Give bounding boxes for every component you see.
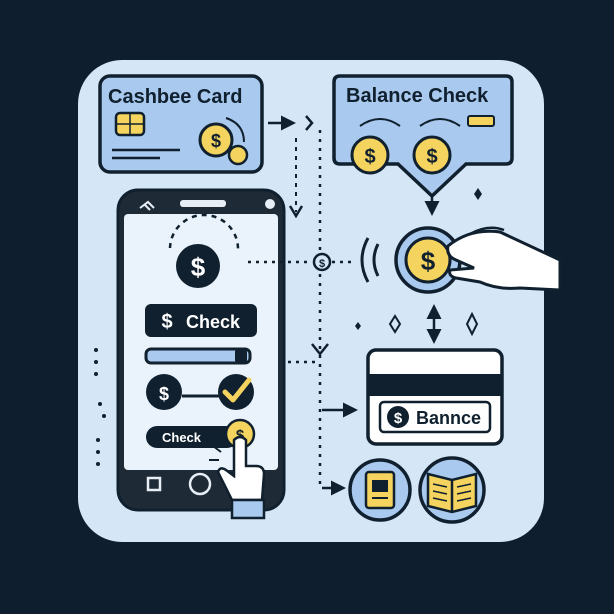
coin-icon: $ bbox=[350, 135, 390, 175]
balance-card-label: Bannce bbox=[416, 408, 481, 428]
tap-hand-icon bbox=[209, 435, 266, 520]
card-chip bbox=[114, 111, 146, 137]
hand-icon bbox=[446, 226, 562, 292]
coin-icon: $ bbox=[146, 374, 182, 410]
coin-icon: $ bbox=[412, 135, 452, 175]
contactless-icon bbox=[360, 237, 380, 283]
phone-coin-symbol: $ bbox=[191, 252, 206, 282]
sparkle-icon bbox=[355, 311, 479, 337]
svg-text:$: $ bbox=[426, 146, 437, 168]
check-button[interactable]: $ Check bbox=[145, 304, 257, 337]
balance-card-coin-symbol: $ bbox=[394, 410, 403, 427]
cashbee-card-title: Cashbee Card bbox=[108, 86, 243, 108]
balance-check-title: Balance Check bbox=[346, 85, 489, 107]
open-book-icon bbox=[418, 456, 486, 524]
svg-text:$: $ bbox=[319, 258, 325, 270]
svg-text:$: $ bbox=[211, 131, 221, 151]
svg-text:$: $ bbox=[159, 384, 169, 404]
balance-slider[interactable] bbox=[144, 347, 252, 365]
sim-card-icon bbox=[348, 458, 412, 522]
dotted-accents bbox=[94, 348, 106, 466]
coin-icon: $ bbox=[176, 244, 220, 288]
svg-text:$: $ bbox=[236, 427, 245, 444]
svg-text:$: $ bbox=[421, 246, 436, 276]
phone: $ $ Check $ Check $ bbox=[116, 188, 286, 520]
svg-text:$: $ bbox=[364, 146, 375, 168]
coin-icon: $ bbox=[387, 406, 409, 428]
check-button-label: Check bbox=[186, 312, 241, 332]
link-icon: $ bbox=[312, 252, 332, 272]
coin-icon: $ bbox=[394, 226, 462, 294]
check-pill-label: Check bbox=[162, 430, 202, 445]
checkmark-icon[interactable] bbox=[218, 374, 254, 410]
svg-text:$: $ bbox=[161, 311, 172, 333]
cashbee-card: Cashbee Card $ bbox=[98, 74, 264, 174]
coin-icon: $ bbox=[198, 117, 249, 166]
balance-check-card: Balance Check $ $ bbox=[332, 74, 514, 199]
balance-card: $ Bannce bbox=[366, 348, 504, 446]
